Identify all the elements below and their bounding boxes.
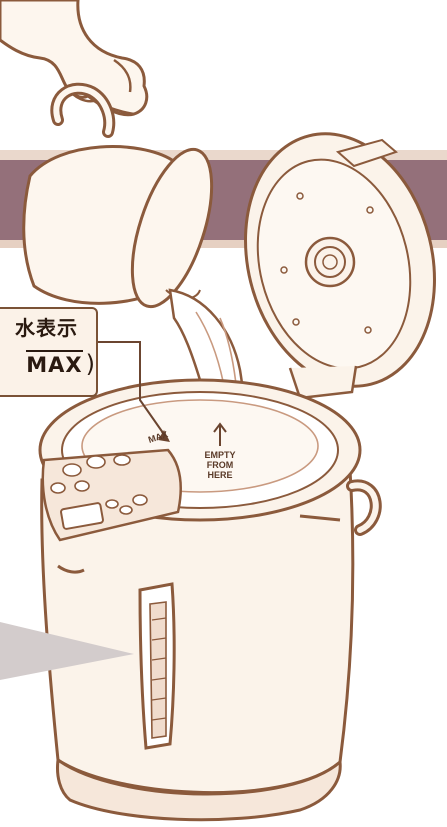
max-text: MAX xyxy=(26,350,82,377)
close-paren: ) xyxy=(86,350,96,378)
empty-line2: FROM xyxy=(200,460,240,470)
empty-line3: HERE xyxy=(200,470,240,480)
empty-line1: EMPTY xyxy=(200,450,240,460)
hand xyxy=(0,0,147,115)
water-indicator-label: 水表示 xyxy=(0,312,78,341)
max-label: MAX) xyxy=(0,350,96,378)
pot-body xyxy=(40,380,376,820)
pitcher xyxy=(24,89,228,316)
